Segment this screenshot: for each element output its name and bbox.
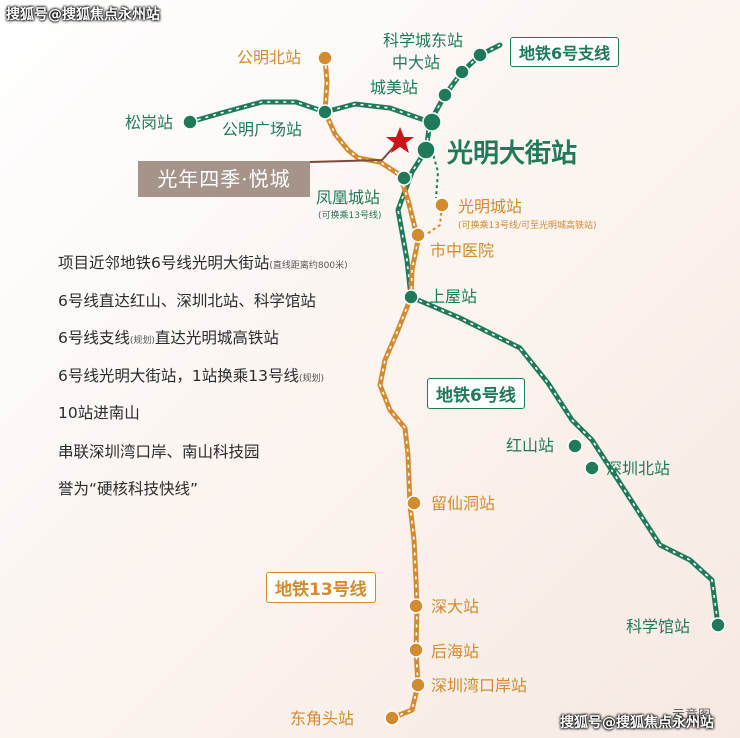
station-marker-guangming-dajie	[416, 140, 436, 160]
line6-branch-planned	[431, 149, 440, 199]
station-marker-shenzhenwan	[410, 677, 426, 693]
label-kexueguan: 科学馆站	[626, 617, 690, 636]
station-marker-gongming-guangchang	[317, 104, 333, 120]
diagram-credit: 示意图	[672, 708, 712, 723]
label-zhongda: 中大站	[392, 53, 440, 72]
label-shenzhen-bei: 深圳北站	[606, 459, 670, 478]
label-chengmei: 城美站	[370, 78, 418, 97]
station-marker-shizhong-yiyuan	[410, 227, 426, 243]
station-marker-gongming-bei	[317, 50, 333, 66]
station-marker-shenzhen-bei	[584, 460, 600, 476]
station-marker-guangmingcheng	[434, 197, 450, 213]
label-shizhong-yiyuan: 市中医院	[430, 241, 494, 260]
label-dongjiaotou: 东角头站	[290, 709, 354, 728]
station-marker-kexuecheng-dong	[472, 47, 488, 63]
line13-stations	[317, 50, 450, 726]
line13-track	[322, 55, 421, 721]
label-fenghuangcheng-note: (可换乘13号线)	[318, 209, 381, 221]
label-gongming-bei: 公明北站	[237, 48, 301, 67]
desc-line-6: 串联深圳湾口岸、南山科技园	[58, 443, 260, 461]
station-marker-houhai	[408, 642, 424, 658]
label-guangmingcheng-note: (可换乘13号线/可至光明城高铁站)	[458, 219, 597, 231]
label-shangwu: 上屋站	[429, 287, 477, 306]
station-marker-fenghuangcheng	[396, 170, 412, 186]
desc-line-7: 誉为“硬核科技快线”	[58, 480, 199, 498]
station-marker-dongjiaotou	[384, 710, 400, 726]
station-marker-shenda	[408, 598, 424, 614]
label-guangming-dajie: 光明大街站	[446, 139, 577, 169]
station-marker-songgang	[182, 114, 198, 130]
desc-line-3: 6号线支线(规划)直达光明城高铁站	[58, 329, 279, 347]
label-houhai: 后海站	[431, 642, 479, 661]
watermark-bottom: 搜狐号@搜狐焦点永州站	[560, 715, 714, 731]
label-guangmingcheng: 光明城站	[458, 197, 522, 216]
station-marker-zhongda	[454, 64, 470, 80]
line6-stations	[182, 47, 726, 633]
line13-tag: 地铁13号线	[266, 572, 376, 603]
project-star-icon	[386, 127, 414, 153]
station-marker-hongshan	[567, 438, 583, 454]
station-marker-kexueguan	[710, 617, 726, 633]
line6-branch-tag: 地铁6号支线	[510, 37, 620, 67]
label-hongshan: 红山站	[506, 436, 554, 455]
label-shenda: 深大站	[431, 597, 479, 616]
line6-tag: 地铁6号线	[427, 378, 525, 409]
desc-line-2: 6号线直达红山、深圳北站、科学馆站	[58, 292, 316, 310]
desc-line-5: 10站进南山	[58, 404, 140, 422]
desc-line-4: 6号线光明大街站，1站换乘13号线(规划)	[58, 367, 324, 385]
label-liuxiandong: 留仙洞站	[431, 494, 495, 513]
label-shenzhenwan: 深圳湾口岸站	[431, 676, 527, 695]
station-marker-shangwu	[403, 289, 419, 305]
label-songgang: 松岗站	[125, 113, 173, 132]
line6-branch-track	[427, 42, 503, 125]
project-name-box: 光年四季·悦城	[138, 161, 310, 197]
station-marker-chengmei-small	[437, 87, 453, 103]
label-fenghuangcheng: 凤凰城站	[316, 188, 380, 207]
station-marker-liuxiandong	[406, 495, 422, 511]
desc-line-1: 项目近邻地铁6号线光明大街站(直线距离约800米)	[58, 254, 348, 272]
label-kexuecheng-dong: 科学城东站	[383, 31, 463, 50]
station-marker-chengmei	[422, 112, 442, 132]
label-gongming-guangchang: 公明广场站	[222, 120, 302, 139]
watermark-top: 搜狐号@搜狐焦点永州站	[6, 7, 160, 23]
